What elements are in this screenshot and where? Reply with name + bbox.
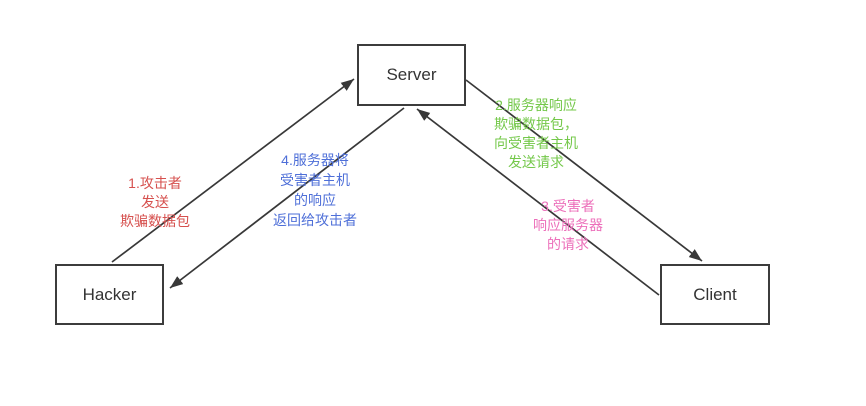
node-server: Server [357,44,466,106]
node-hacker: Hacker [55,264,164,325]
annotation-step1-line: 欺骗数据包 [120,213,190,229]
annotation-step4-line: 的响应 [294,192,336,208]
annotation-step1: 1.攻击者 发送 欺骗数据包 [120,174,190,231]
annotation-step4: 4.服务器将 受害者主机 的响应 返回给攻击者 [273,150,357,230]
annotation-step3-line: 3.受害者 [541,198,595,214]
annotation-step2-line: 欺骗数据包， [494,116,578,132]
annotation-step2-line: 发送请求 [508,154,564,170]
annotation-step2-line: 向受害者主机 [494,135,578,151]
annotation-step2-line: 2.服务器响应 [495,97,577,113]
annotation-step3-line: 响应服务器 [533,217,603,233]
annotation-step3: 3.受害者 响应服务器 的请求 [533,197,603,254]
node-hacker-label: Hacker [82,284,137,304]
annotation-step4-line: 返回给攻击者 [273,212,357,228]
annotation-step2: 2.服务器响应 欺骗数据包， 向受害者主机 发送请求 [494,96,578,172]
annotation-step1-line: 1.攻击者 [128,175,182,191]
node-client: Client [660,264,770,325]
node-client-label: Client [693,284,737,304]
annotation-step4-line: 受害者主机 [280,172,350,188]
node-server-label: Server [386,65,437,84]
annotation-step4-line: 4.服务器将 [281,152,349,168]
annotation-step1-line: 发送 [141,194,169,210]
annotation-step3-line: 的请求 [547,236,589,252]
